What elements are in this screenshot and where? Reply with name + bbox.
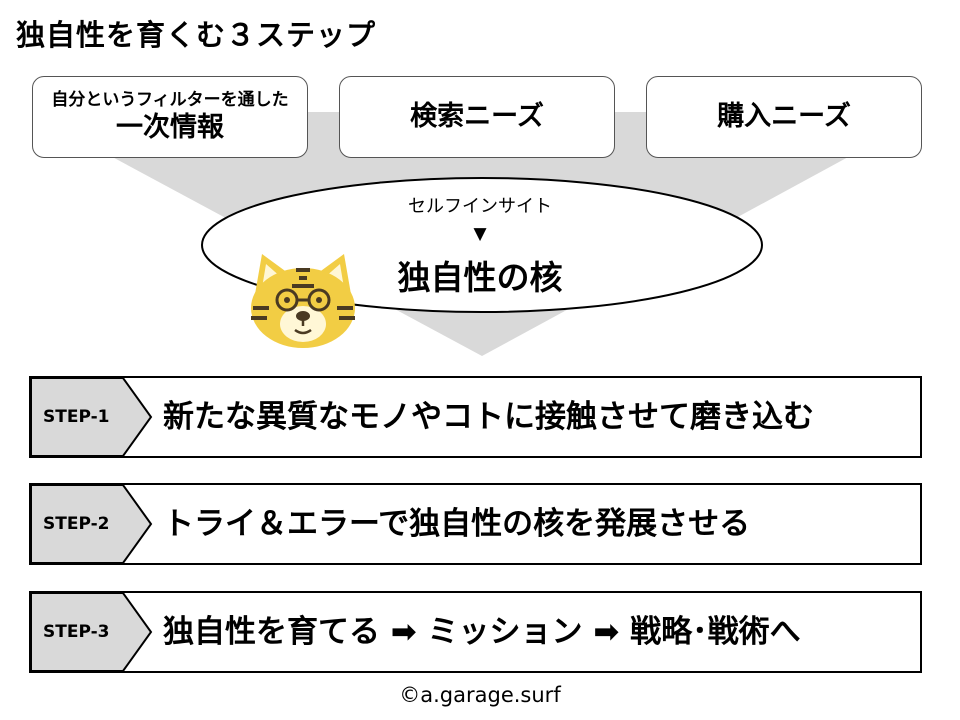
step-label: STEP-2	[43, 514, 110, 534]
core-subtitle: セルフインサイト	[408, 196, 552, 217]
source-box-search-needs: 検索ニーズ	[339, 76, 615, 158]
tiger-mascot-icon	[251, 254, 355, 348]
core-title: 独自性の核	[397, 258, 563, 297]
step-tag-shape	[31, 378, 153, 456]
source-box-first-hand-info: 自分というフィルターを通した 一次情報	[32, 76, 308, 158]
source-box-purchase-needs: 購入ニーズ	[646, 76, 922, 158]
step-tag-shape	[31, 593, 153, 671]
source-box-title: 検索ニーズ	[410, 101, 544, 132]
page-title: 独自性を育くむ３ステップ	[16, 18, 377, 52]
step-text: 独自性を育てる ➡ ミッション ➡ 戦略･戦術へ	[163, 614, 801, 650]
source-box-title: 一次情報	[116, 112, 224, 143]
step-row: STEP-2 トライ＆エラーで独自性の核を発展させる	[29, 483, 922, 565]
step-label: STEP-3	[43, 622, 110, 642]
step-tag-shape	[31, 485, 153, 563]
step-text: トライ＆エラーで独自性の核を発展させる	[163, 506, 751, 542]
step-label: STEP-1	[43, 407, 110, 427]
copyright-footer: ©a.garage.surf	[399, 683, 561, 707]
step-text: 新たな異質なモノやコトに接触させて磨き込む	[163, 399, 814, 435]
step-row: STEP-1 新たな異質なモノやコトに接触させて磨き込む	[29, 376, 922, 458]
down-triangle-icon: ▼	[473, 224, 487, 244]
step-row: STEP-3 独自性を育てる ➡ ミッション ➡ 戦略･戦術へ	[29, 591, 922, 673]
source-box-title: 購入ニーズ	[717, 101, 851, 132]
source-box-subtitle: 自分というフィルターを通した	[51, 90, 289, 110]
